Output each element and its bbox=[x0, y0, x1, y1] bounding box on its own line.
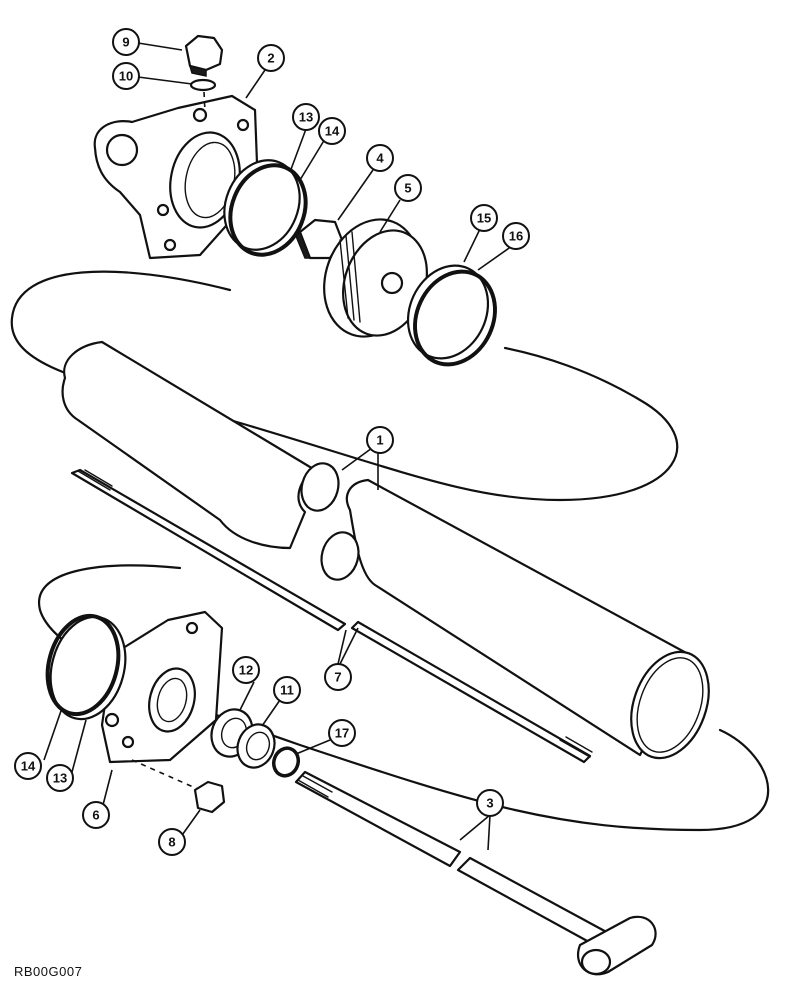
piston bbox=[323, 218, 428, 338]
svg-text:8: 8 bbox=[168, 835, 175, 850]
upper-group-envelope bbox=[10, 270, 679, 502]
callout-10: 10 bbox=[112, 62, 140, 90]
svg-text:15: 15 bbox=[477, 211, 491, 226]
svg-text:14: 14 bbox=[21, 759, 36, 774]
svg-text:11: 11 bbox=[280, 683, 294, 698]
callout-16: 16 bbox=[502, 222, 530, 250]
svg-text:9: 9 bbox=[122, 35, 129, 50]
svg-text:12: 12 bbox=[239, 663, 253, 678]
plug bbox=[184, 34, 224, 77]
svg-text:13: 13 bbox=[299, 110, 313, 125]
callout-13-bottom: 13 bbox=[46, 764, 74, 792]
svg-text:10: 10 bbox=[119, 69, 133, 84]
callout-14-top: 14 bbox=[318, 117, 346, 145]
base-end-cap bbox=[45, 610, 224, 764]
seal-ring-16 bbox=[413, 269, 497, 367]
callout-6: 6 bbox=[82, 801, 110, 829]
svg-text:3: 3 bbox=[486, 796, 493, 811]
svg-text:1: 1 bbox=[376, 433, 383, 448]
callout-14-bottom: 14 bbox=[14, 752, 42, 780]
o-ring-10 bbox=[189, 78, 217, 92]
svg-text:13: 13 bbox=[53, 771, 67, 786]
figure-reference-code: RB00G007 bbox=[14, 964, 83, 979]
svg-text:16: 16 bbox=[509, 229, 523, 244]
callout-1: 1 bbox=[366, 426, 394, 454]
callout-2: 2 bbox=[257, 44, 285, 72]
callout-3: 3 bbox=[476, 789, 504, 817]
callout-11: 11 bbox=[273, 676, 301, 704]
svg-text:14: 14 bbox=[325, 124, 340, 139]
rod-end-cap bbox=[93, 94, 260, 260]
seal-ring-14-top bbox=[228, 163, 308, 257]
seal-11 bbox=[236, 723, 276, 769]
callout-17: 17 bbox=[328, 719, 356, 747]
svg-text:5: 5 bbox=[404, 181, 411, 196]
callout-12: 12 bbox=[232, 656, 260, 684]
svg-text:2: 2 bbox=[267, 51, 274, 66]
svg-text:6: 6 bbox=[92, 808, 99, 823]
o-ring-17 bbox=[271, 746, 301, 778]
callout-13-top: 13 bbox=[292, 103, 320, 131]
tie-rod bbox=[70, 468, 593, 764]
callout-5: 5 bbox=[394, 174, 422, 202]
tie-rod-nut bbox=[193, 780, 226, 814]
svg-text:7: 7 bbox=[334, 670, 341, 685]
lower-group-envelope bbox=[37, 564, 770, 832]
callout-15: 15 bbox=[470, 204, 498, 232]
callout-9: 9 bbox=[112, 28, 140, 56]
callout-7: 7 bbox=[324, 663, 352, 691]
callout-8: 8 bbox=[158, 828, 186, 856]
svg-text:4: 4 bbox=[376, 151, 384, 166]
cylinder-barrel bbox=[61, 340, 710, 760]
callout-4: 4 bbox=[366, 144, 394, 172]
svg-text:17: 17 bbox=[335, 726, 349, 741]
piston-rod bbox=[294, 770, 657, 976]
